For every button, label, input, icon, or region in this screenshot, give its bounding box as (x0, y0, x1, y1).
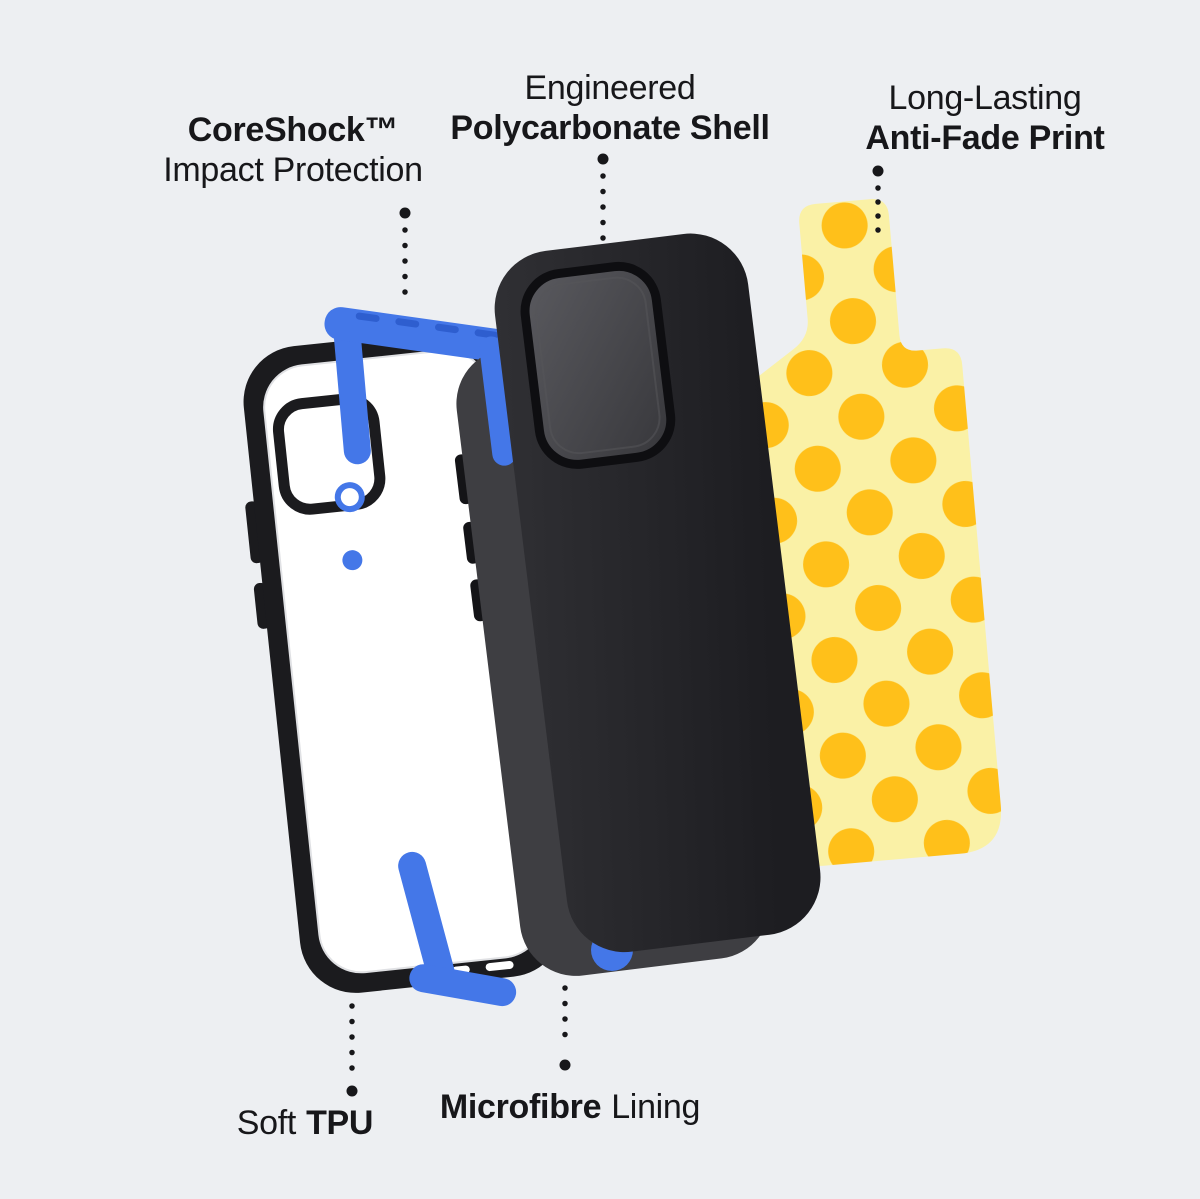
coreshock-left-strip (333, 314, 371, 465)
label-anti-fade-print: Long-Lasting Anti-Fade Print (800, 78, 1170, 158)
label-coreshock-title: CoreShock™ (187, 111, 399, 149)
label-print-line2: Anti-Fade Print (865, 119, 1105, 157)
leader-lines (346, 153, 884, 1097)
tpu-serration (434, 323, 459, 334)
leader-endpoint-dot (559, 1059, 571, 1071)
tpu-serration (395, 318, 420, 328)
leader-endpoint-dot (346, 1085, 358, 1097)
tpu-serration (474, 329, 499, 339)
label-tpu-prefix: Soft (236, 1104, 297, 1142)
leader-endpoint-dot (872, 165, 884, 177)
coreshock-bottom-strip (398, 851, 457, 994)
camera-opening-rim-highlight (535, 276, 661, 455)
label-shell-line2: Polycarbonate Shell (450, 109, 770, 147)
label-polycarbonate-shell: Engineered Polycarbonate Shell (428, 68, 792, 148)
coreshock-shell-strip (479, 336, 517, 466)
label-coreshock-subtitle: Impact Protection (163, 151, 423, 189)
coreshock-top-band (324, 307, 523, 364)
label-lining-bold: Microfibre (439, 1088, 602, 1126)
label-shell-line1: Engineered (524, 69, 696, 107)
anti-fade-print-layer (739, 199, 1002, 866)
tpu-serration (355, 312, 380, 322)
label-lining-suffix: Lining (611, 1088, 701, 1126)
tpu-accent-dot (342, 550, 363, 571)
polycarbonate-shell (494, 233, 821, 953)
camera-accent-ring (334, 482, 365, 513)
coreshock-bottom-band (409, 964, 517, 1007)
coreshock-insert (324, 307, 523, 1007)
label-coreshock: CoreShock™ Impact Protection (133, 110, 453, 190)
leader-endpoint-dot (399, 207, 411, 219)
leader-endpoint-dot (597, 153, 609, 165)
case-port-cutout (485, 960, 514, 972)
shell-camera-opening (520, 261, 676, 469)
label-print-line1: Long-Lasting (888, 79, 1082, 117)
label-tpu-bold: TPU (306, 1104, 374, 1142)
